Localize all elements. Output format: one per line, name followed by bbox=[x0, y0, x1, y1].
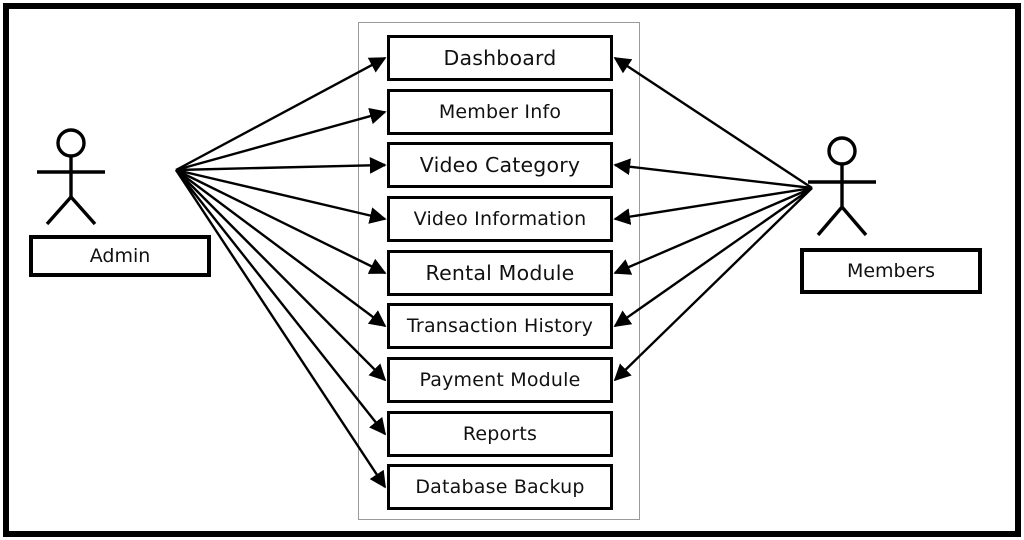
actor-admin-stick-figure bbox=[37, 128, 105, 226]
use-case-label: Dashboard bbox=[443, 45, 557, 70]
use-case-label: Reports bbox=[462, 422, 538, 445]
actor-members-stick-figure bbox=[808, 136, 876, 237]
actor-admin-label-box[interactable]: Admin bbox=[29, 235, 211, 277]
use-case-video-category[interactable]: Video Category bbox=[387, 142, 613, 188]
use-case-label: Payment Module bbox=[419, 368, 581, 391]
use-case-dashboard[interactable]: Dashboard bbox=[387, 35, 613, 81]
actor-admin-label: Admin bbox=[89, 244, 151, 267]
use-case-payment-module[interactable]: Payment Module bbox=[387, 357, 613, 403]
use-case-label: Database Backup bbox=[415, 475, 585, 498]
use-case-rental-module[interactable]: Rental Module bbox=[387, 250, 613, 296]
actor-members-label-box[interactable]: Members bbox=[800, 248, 982, 294]
use-case-label: Member Info bbox=[438, 100, 562, 123]
use-case-transaction-history[interactable]: Transaction History bbox=[387, 303, 613, 349]
actor-members-label: Members bbox=[846, 259, 936, 282]
use-case-reports[interactable]: Reports bbox=[387, 411, 613, 457]
use-case-member-info[interactable]: Member Info bbox=[387, 89, 613, 135]
use-case-label: Video Category bbox=[419, 152, 581, 177]
use-case-video-information[interactable]: Video Information bbox=[387, 196, 613, 242]
use-case-label: Transaction History bbox=[406, 314, 594, 337]
use-case-database-backup[interactable]: Database Backup bbox=[387, 464, 613, 510]
diagram-outer-frame bbox=[3, 3, 1021, 537]
use-case-label: Video Information bbox=[413, 207, 587, 230]
use-case-label: Rental Module bbox=[425, 260, 575, 285]
